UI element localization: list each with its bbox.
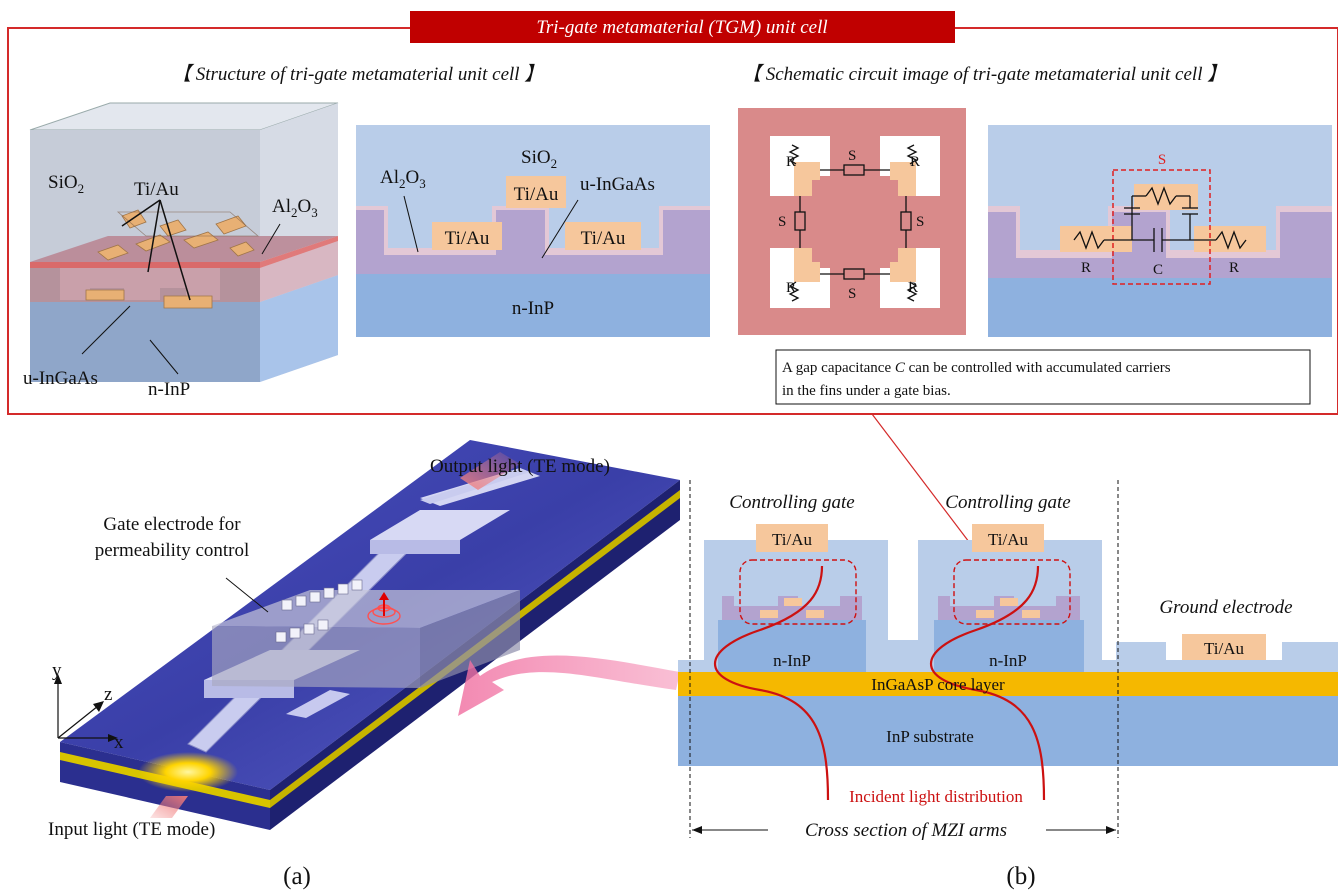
iso-uingaas-label: u-InGaAs bbox=[23, 368, 98, 389]
iso-al2o3-label: Al2O3 bbox=[272, 196, 318, 220]
controlling-gate-right: Controlling gate bbox=[945, 492, 1070, 513]
output-light-label: Output light (TE mode) bbox=[430, 456, 610, 477]
circuit-top-view bbox=[738, 108, 966, 335]
note-box bbox=[775, 349, 1311, 405]
substrate-label: InP substrate bbox=[886, 727, 974, 746]
panel-a-label: (a) bbox=[283, 863, 311, 890]
structure-heading: 【 Structure of tri-gate metamaterial uni… bbox=[172, 63, 543, 85]
cross-tiau-right: Ti/Au bbox=[581, 228, 626, 249]
circuit-r-br: R bbox=[908, 280, 918, 296]
iso-tiau-label: Ti/Au bbox=[134, 179, 179, 200]
input-light-label: Input light (TE mode) bbox=[48, 819, 215, 840]
circuit-s-bottom: S bbox=[848, 286, 856, 302]
iso-sio2-label: SiO2 bbox=[48, 172, 84, 196]
cc-s-label: S bbox=[1158, 152, 1166, 168]
core-layer-label: InGaAsP core layer bbox=[871, 675, 1005, 694]
cross-tiau-left: Ti/Au bbox=[445, 228, 490, 249]
circuit-r-bl: R bbox=[786, 280, 796, 296]
cc-r-right: R bbox=[1229, 260, 1239, 276]
circuit-heading: 【 Schematic circuit image of tri-gate me… bbox=[742, 63, 1226, 85]
controlling-gate-left: Controlling gate bbox=[729, 492, 854, 513]
cross-tiau-center: Ti/Au bbox=[514, 184, 559, 205]
note-line-1: A gap capacitance C can be controlled wi… bbox=[782, 360, 1171, 376]
ground-electrode-label: Ground electrode bbox=[1159, 597, 1292, 618]
circuit-s-top: S bbox=[848, 148, 856, 164]
note-line-2: in the fins under a gate bias. bbox=[782, 383, 951, 399]
pink-transfer-arrow bbox=[458, 655, 680, 716]
circuit-s-left: S bbox=[778, 214, 786, 230]
gate-electrode-label-1: Gate electrode for bbox=[103, 514, 241, 535]
axis-x-label: x bbox=[114, 732, 124, 753]
iso-ninp-label: n-InP bbox=[148, 379, 190, 400]
cross-ninp-label: n-InP bbox=[512, 298, 554, 319]
cross-section-mzi-label: Cross section of MZI arms bbox=[805, 820, 1007, 841]
mzi-cross-section bbox=[678, 480, 1338, 838]
device-3d bbox=[54, 440, 680, 830]
cross-uingaas-label: u-InGaAs bbox=[580, 174, 655, 195]
mzi-tiau-ground: Ti/Au bbox=[1204, 639, 1245, 658]
panel-b-label: (b) bbox=[1006, 863, 1035, 890]
mzi-ninp-left: n-InP bbox=[773, 651, 811, 670]
mzi-tiau-left: Ti/Au bbox=[772, 530, 813, 549]
axis-z-label: z bbox=[104, 684, 112, 705]
cross-section-cell bbox=[356, 125, 710, 337]
mzi-ninp-right: n-InP bbox=[989, 651, 1027, 670]
cross-sio2-label: SiO2 bbox=[521, 147, 557, 171]
circuit-r-tr: R bbox=[910, 154, 920, 170]
cc-r-left: R bbox=[1081, 260, 1091, 276]
circuit-cross-section bbox=[988, 125, 1332, 337]
cross-al2o3-label: Al2O3 bbox=[380, 167, 426, 191]
axis-y-label: y bbox=[52, 660, 62, 681]
circuit-r-tl: R bbox=[786, 154, 796, 170]
tgm-banner-title: Tri-gate metamaterial (TGM) unit cell bbox=[536, 17, 827, 38]
cc-c-label: C bbox=[1153, 262, 1163, 278]
incident-light-label: Incident light distribution bbox=[849, 787, 1023, 806]
tgm-banner bbox=[410, 11, 955, 43]
gate-electrode-label-2: permeability control bbox=[95, 540, 250, 561]
circuit-s-right: S bbox=[916, 214, 924, 230]
mzi-tiau-right: Ti/Au bbox=[988, 530, 1029, 549]
iso-unit-cell bbox=[29, 102, 339, 382]
